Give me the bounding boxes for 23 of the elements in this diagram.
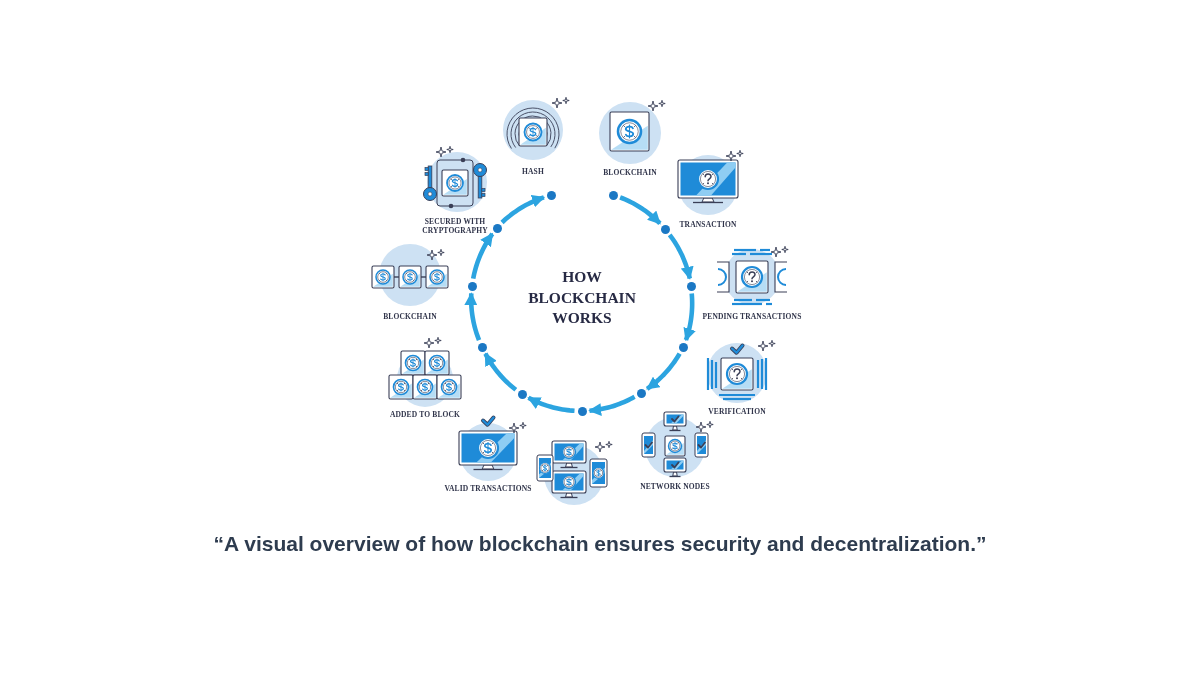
dot-icon <box>608 190 618 200</box>
cycle-arrow <box>527 395 575 414</box>
cycle-arrow <box>619 195 662 226</box>
diagram-title: HOW BLOCKCHAIN WORKS <box>528 267 636 329</box>
cycle-arrow <box>500 195 546 225</box>
cycle-arrow <box>588 394 636 417</box>
dot-icon <box>577 406 587 416</box>
dot-icon <box>492 223 502 233</box>
cycle-arrow <box>645 352 682 391</box>
cycle-arrow <box>483 352 518 392</box>
cycle-arrow <box>464 292 482 341</box>
dot-icon <box>660 224 670 234</box>
dot-icon <box>477 342 487 352</box>
dot-icon <box>467 281 477 291</box>
cycle-arrow <box>667 233 694 280</box>
dot-icon <box>546 190 556 200</box>
dot-icon <box>517 389 527 399</box>
dot-icon <box>636 388 646 398</box>
dot-icon <box>686 281 696 291</box>
dot-icon <box>678 342 688 352</box>
caption: “A visual overview of how blockchain ensures security and decentralization.” <box>213 531 987 557</box>
cycle-arrow <box>683 293 696 342</box>
cycle-arrow <box>470 232 495 280</box>
